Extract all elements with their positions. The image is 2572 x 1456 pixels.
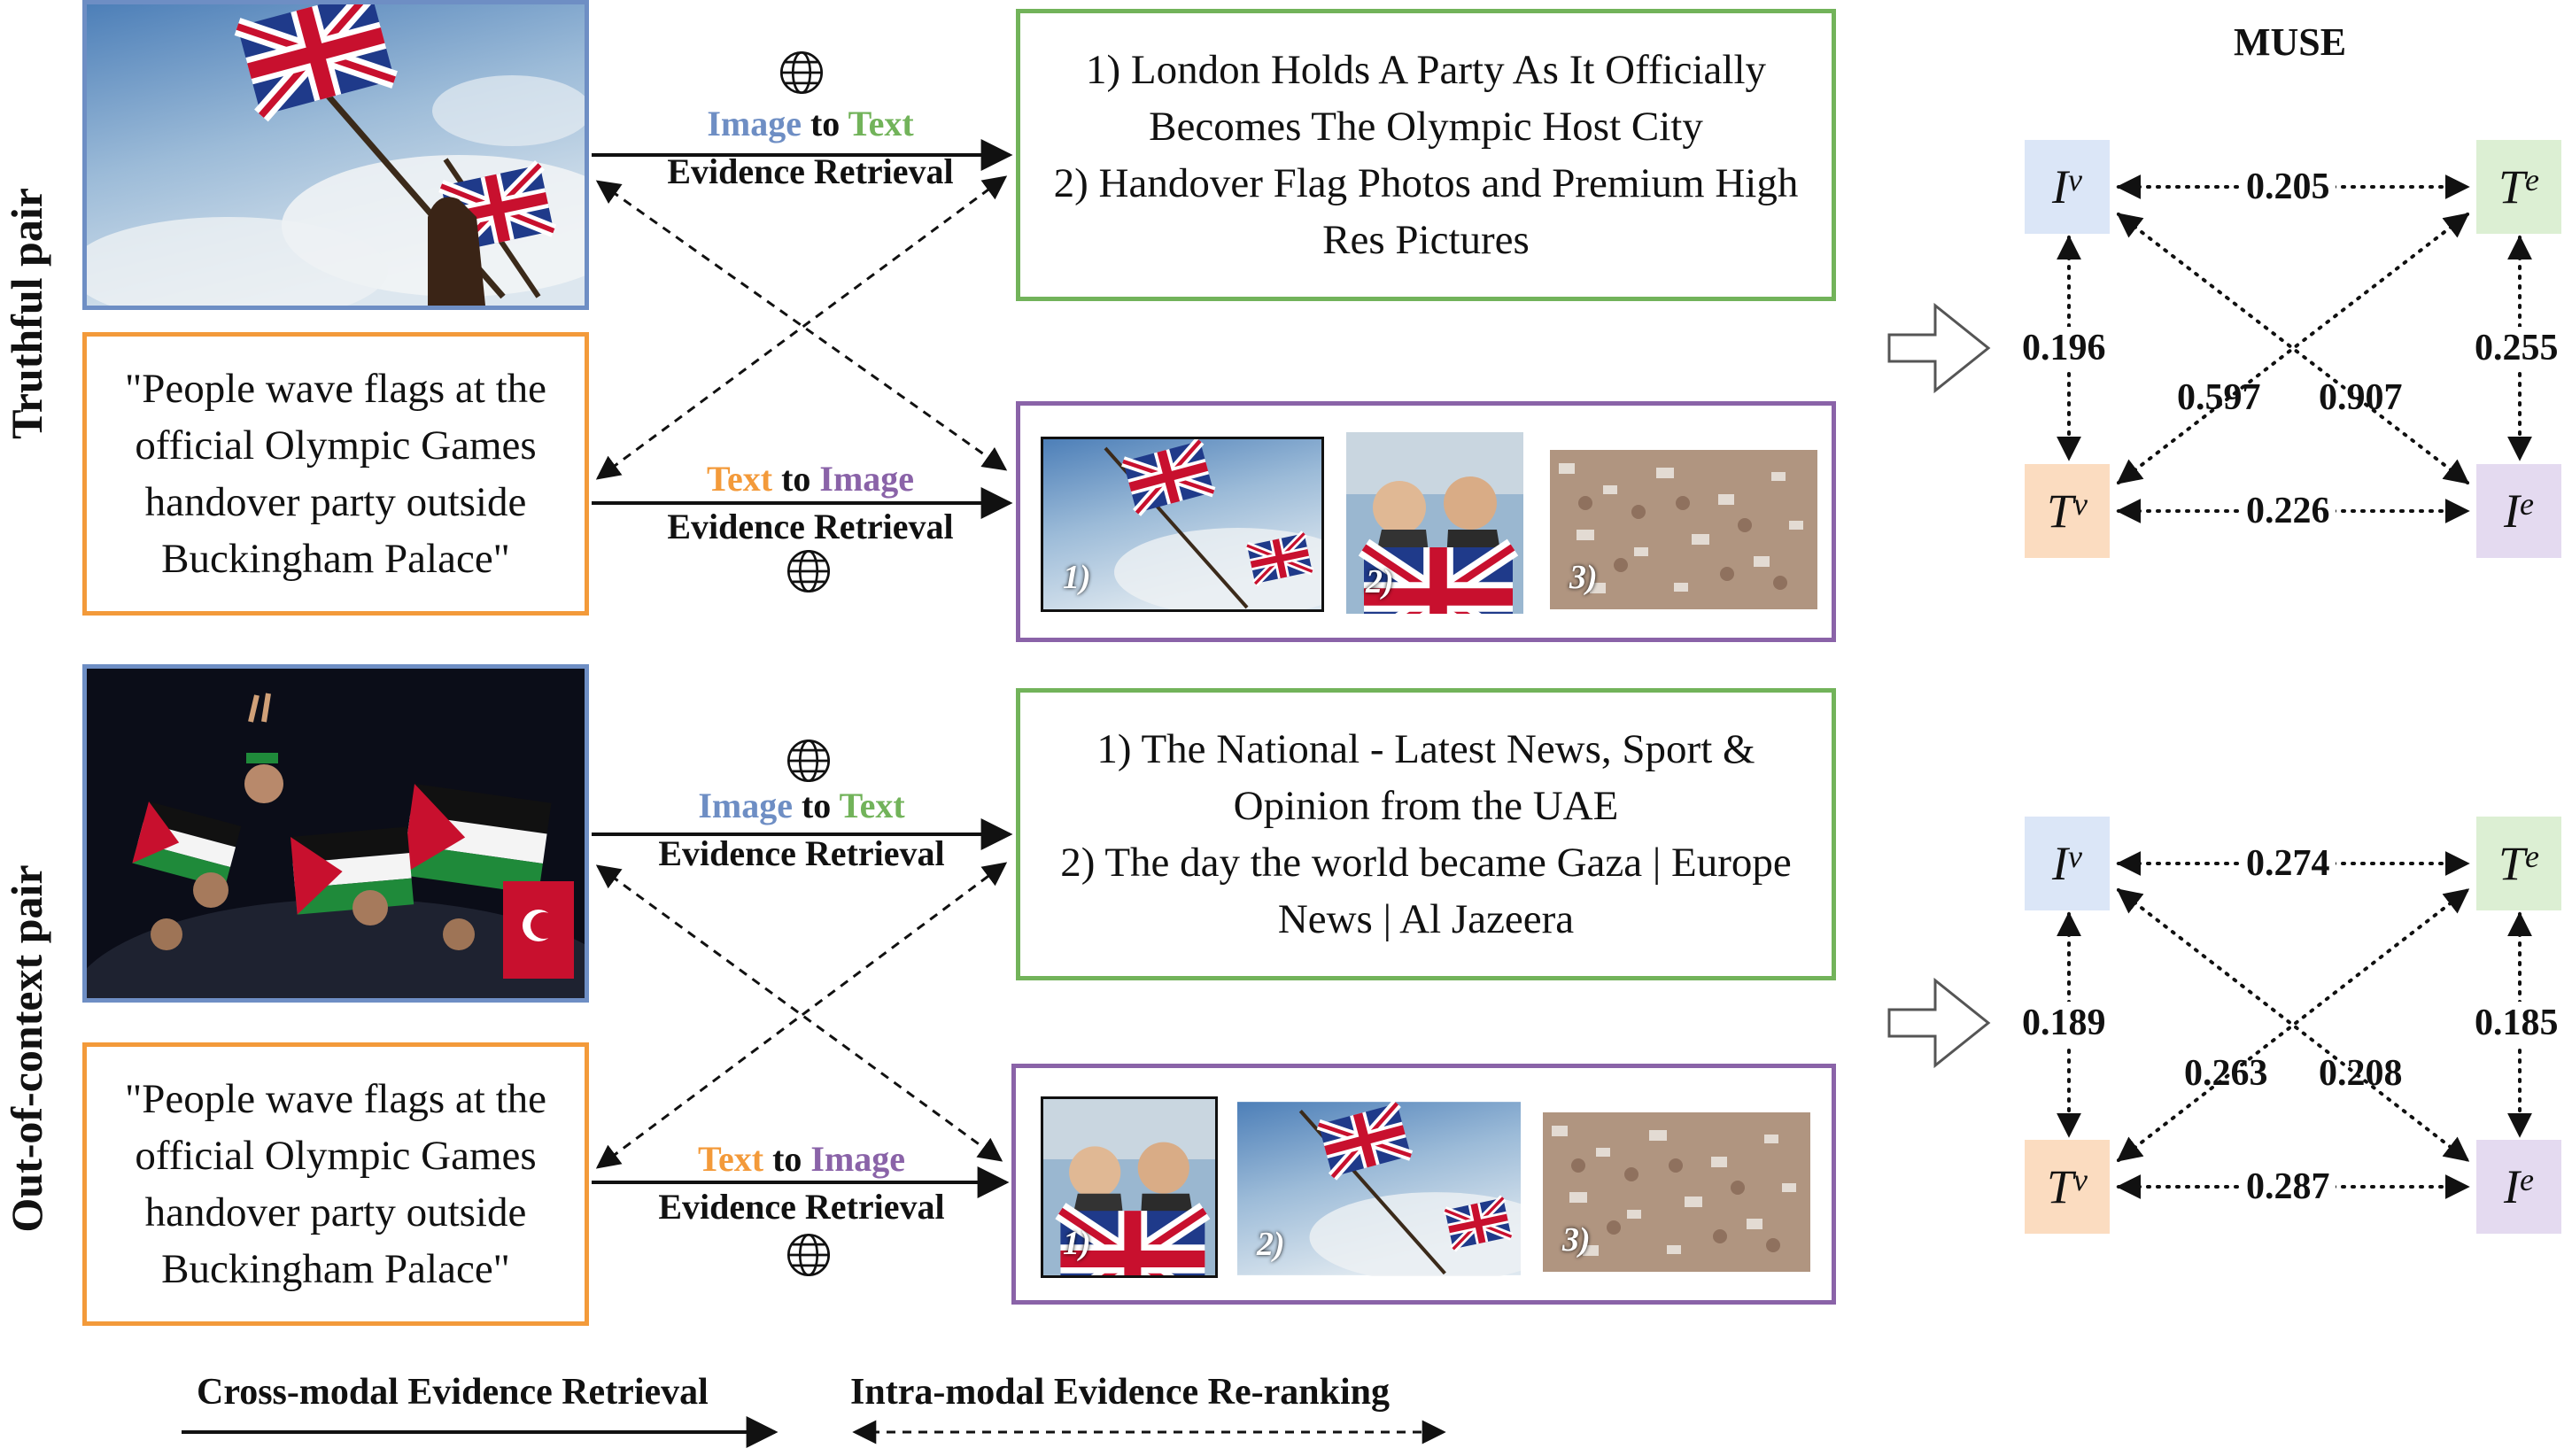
legend-cross-modal: Cross-modal Evidence Retrieval xyxy=(197,1372,709,1413)
globe-icon xyxy=(786,739,831,783)
node-symbol: I xyxy=(2504,484,2520,538)
truthful-score-iv-tv: 0.196 xyxy=(2017,327,2111,369)
label-image: Image xyxy=(819,459,915,499)
truthful-evidence-image-3: 3) xyxy=(1550,450,1817,609)
truthful-score-tv-te: 0.597 xyxy=(2177,377,2261,418)
label-evidence-retrieval: Evidence Retrieval xyxy=(667,151,954,191)
label-to: to xyxy=(801,786,832,825)
label-image: Image xyxy=(698,786,793,825)
ooc-t2i-label: Text to Image Evidence Retrieval xyxy=(611,1135,992,1231)
globe-icon xyxy=(786,1233,831,1277)
ooc-rerank-arrow-b xyxy=(595,862,1008,1169)
truthful-text-evidence-1: 1) London Holds A Party As It Officially… xyxy=(1085,47,1767,150)
truthful-text-evidence-box: 1) London Holds A Party As It Officially… xyxy=(1016,9,1836,301)
truthful-caption-box: "People wave flags at the official Olymp… xyxy=(82,332,589,616)
ooc-score-iv-ie: 0.208 xyxy=(2319,1053,2403,1094)
globe-icon xyxy=(779,50,824,95)
ooc-to-muse-arrow xyxy=(1887,977,1991,1069)
evidence-number-label: 2) xyxy=(1257,1226,1285,1263)
node-symbol: T xyxy=(2498,160,2526,213)
truthful-text-evidence-2: 2) Handover Flag Photos and Premium High… xyxy=(1053,160,1799,263)
label-text: Text xyxy=(848,104,914,143)
label-text: Text xyxy=(697,1139,764,1179)
label-to: to xyxy=(781,459,811,499)
ooc-caption-text: "People wave flags at the official Olymp… xyxy=(125,1076,546,1292)
ooc-score-iv-te: 0.274 xyxy=(2241,842,2336,885)
truthful-score-te-ie: 0.255 xyxy=(2469,327,2564,369)
node-superscript: e xyxy=(2520,486,2534,522)
label-evidence-retrieval: Evidence Retrieval xyxy=(658,833,945,873)
ooc-evidence-image-2: 2) xyxy=(1237,1101,1521,1276)
globe-icon xyxy=(786,549,831,593)
ooc-evidence-image-1: 1) xyxy=(1041,1096,1218,1278)
label-evidence-retrieval: Evidence Retrieval xyxy=(658,1187,945,1227)
ooc-i2t-label: Image to Text Evidence Retrieval xyxy=(611,782,992,878)
node-symbol: T xyxy=(2046,1160,2074,1213)
ooc-text-evidence-2: 2) The day the world became Gaza | Europ… xyxy=(1060,840,1792,942)
muse-title: MUSE xyxy=(2234,20,2347,64)
truthful-evidence-image-1: 1) xyxy=(1041,437,1324,612)
ooc-score-tv-ie: 0.287 xyxy=(2241,1166,2336,1208)
truthful-t2i-label: Text to Image Evidence Retrieval xyxy=(620,455,1001,551)
node-symbol: I xyxy=(2504,1160,2520,1213)
ooc-text-evidence-box: 1) The National - Latest News, Sport & O… xyxy=(1016,688,1836,980)
ooc-caption-box: "People wave flags at the official Olymp… xyxy=(82,1042,589,1326)
node-symbol: I xyxy=(2052,837,2068,890)
node-superscript: v xyxy=(2068,162,2082,197)
label-image: Image xyxy=(707,104,802,143)
node-superscript: v xyxy=(2073,1162,2088,1197)
truthful-evidence-image-2: 2) xyxy=(1346,432,1523,614)
ooc-score-iv-tv: 0.189 xyxy=(2017,1002,2111,1044)
node-superscript: v xyxy=(2073,486,2088,522)
evidence-number-label: 3) xyxy=(1569,559,1598,596)
evidence-number-label: 2) xyxy=(1366,563,1394,600)
ooc-query-image xyxy=(82,664,589,1003)
truthful-score-iv-te: 0.205 xyxy=(2241,166,2336,208)
node-symbol: T xyxy=(2046,484,2074,538)
evidence-number-label: 1) xyxy=(1063,1225,1091,1262)
label-text: Text xyxy=(706,459,773,499)
label-to: to xyxy=(810,104,841,143)
truthful-caption-text: "People wave flags at the official Olymp… xyxy=(125,366,546,582)
label-to: to xyxy=(772,1139,802,1179)
evidence-number-label: 1) xyxy=(1063,559,1091,596)
ooc-image-evidence-box: 1) 2) 3) xyxy=(1011,1064,1836,1305)
truthful-to-muse-arrow xyxy=(1887,302,1991,394)
truthful-query-image xyxy=(82,0,589,310)
truthful-score-tv-ie: 0.226 xyxy=(2241,490,2336,532)
node-superscript: e xyxy=(2520,1162,2534,1197)
node-superscript: v xyxy=(2068,839,2082,874)
truthful-score-iv-ie: 0.907 xyxy=(2319,377,2403,418)
label-image: Image xyxy=(810,1139,906,1179)
node-superscript: e xyxy=(2525,162,2540,197)
node-superscript: e xyxy=(2525,839,2540,874)
truthful-image-evidence-box: 1) 2) 3) xyxy=(1016,401,1836,642)
ooc-evidence-image-3: 3) xyxy=(1543,1112,1810,1272)
label-evidence-retrieval: Evidence Retrieval xyxy=(667,507,954,546)
label-text: Text xyxy=(839,786,905,825)
truthful-rerank-arrow-b xyxy=(595,175,1008,480)
evidence-number-label: 3) xyxy=(1562,1221,1591,1259)
node-symbol: I xyxy=(2052,160,2068,213)
ooc-score-tv-te: 0.263 xyxy=(2184,1053,2268,1094)
truthful-i2t-label: Image to Text Evidence Retrieval xyxy=(620,100,1001,196)
node-symbol: T xyxy=(2498,837,2526,890)
ooc-text-evidence-1: 1) The National - Latest News, Sport & O… xyxy=(1096,726,1755,829)
ooc-score-te-ie: 0.185 xyxy=(2469,1002,2564,1044)
legend-intra-modal: Intra-modal Evidence Re-ranking xyxy=(850,1372,1390,1413)
